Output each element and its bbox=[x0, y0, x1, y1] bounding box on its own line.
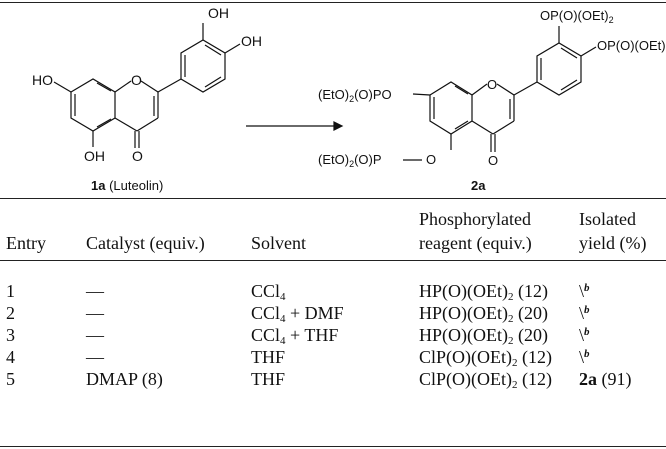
sm-oh-bottom: OH bbox=[84, 148, 105, 164]
cell-entry: 3 bbox=[6, 325, 15, 345]
cell-catalyst: — bbox=[86, 347, 104, 367]
sm-ho-left: HO bbox=[32, 72, 53, 88]
cell-reagent: HP(O)(OEt)2 (12) bbox=[419, 281, 548, 303]
header-catalyst: Catalyst (equiv.) bbox=[86, 233, 205, 253]
header-reagent-line2: reagent (equiv.) bbox=[419, 233, 532, 253]
header-solvent: Solvent bbox=[251, 233, 307, 253]
sm-oh-top: OH bbox=[208, 5, 229, 21]
cell-solvent: CCl4 bbox=[251, 281, 286, 303]
cell-entry: 2 bbox=[6, 303, 15, 323]
cell-yield: \b bbox=[579, 347, 590, 367]
bottom-rule bbox=[0, 446, 666, 447]
sm-label: 1a bbox=[91, 178, 106, 193]
prod-link-o: O bbox=[426, 152, 436, 167]
cell-solvent: THF bbox=[251, 369, 286, 389]
product-label: 2a bbox=[471, 178, 486, 193]
cell-catalyst: — bbox=[86, 325, 104, 345]
prod-carbonyl-o: O bbox=[488, 153, 498, 168]
luteolin-structure bbox=[53, 23, 241, 148]
sm-ring-o: O bbox=[131, 72, 142, 88]
prod-op-bottom: (EtO)2(O)P bbox=[318, 152, 382, 169]
sm-oh-right: OH bbox=[241, 33, 262, 49]
cell-reagent: HP(O)(OEt)2 (20) bbox=[419, 325, 548, 347]
sm-caption: 1a (Luteolin) bbox=[91, 178, 163, 193]
header-reagent-line1: Phosphorylated bbox=[419, 209, 531, 229]
cell-solvent: CCl4 + DMF bbox=[251, 303, 344, 325]
sm-carbonyl-o: O bbox=[132, 148, 143, 164]
sm-name: (Luteolin) bbox=[109, 178, 163, 193]
header-yield-line2: yield (%) bbox=[579, 233, 647, 253]
prod-ring-o: O bbox=[487, 77, 497, 92]
reaction-scheme: OH OH HO OH O O 1a (Luteolin) 2a OP(O)(O… bbox=[32, 5, 666, 193]
header-entry: Entry bbox=[6, 233, 46, 253]
cell-reagent: HP(O)(OEt)2 (20) bbox=[419, 303, 548, 325]
header-rule bbox=[0, 260, 666, 261]
prod-op-left: (EtO)2(O)PO bbox=[318, 87, 392, 104]
cell-catalyst: — bbox=[86, 303, 104, 323]
mid-rule bbox=[0, 198, 666, 199]
prod-op-top: OP(O)(OEt)2 bbox=[540, 8, 614, 25]
cell-reagent: ClP(O)(OEt)2 (12) bbox=[419, 369, 552, 391]
cell-reagent: ClP(O)(OEt)2 (12) bbox=[419, 347, 552, 369]
cell-solvent: THF bbox=[251, 347, 286, 367]
cell-catalyst: DMAP (8) bbox=[86, 369, 163, 389]
cell-entry: 5 bbox=[6, 369, 15, 389]
cell-catalyst: — bbox=[86, 281, 104, 301]
reaction-arrow bbox=[333, 121, 344, 131]
header-yield-line1: Isolated bbox=[579, 209, 636, 229]
cell-yield: \b bbox=[579, 325, 590, 345]
top-rule bbox=[0, 2, 666, 3]
cell-solvent: CCl4 + THF bbox=[251, 325, 339, 347]
prod-op-right: OP(O)(OEt)2 bbox=[597, 38, 666, 55]
cell-yield: \b bbox=[579, 281, 590, 301]
product-structure bbox=[403, 26, 597, 161]
cell-entry: 1 bbox=[6, 281, 15, 301]
cell-yield: \b bbox=[579, 303, 590, 323]
cell-yield: 2a (91) bbox=[579, 369, 632, 389]
cell-entry: 4 bbox=[6, 347, 15, 367]
